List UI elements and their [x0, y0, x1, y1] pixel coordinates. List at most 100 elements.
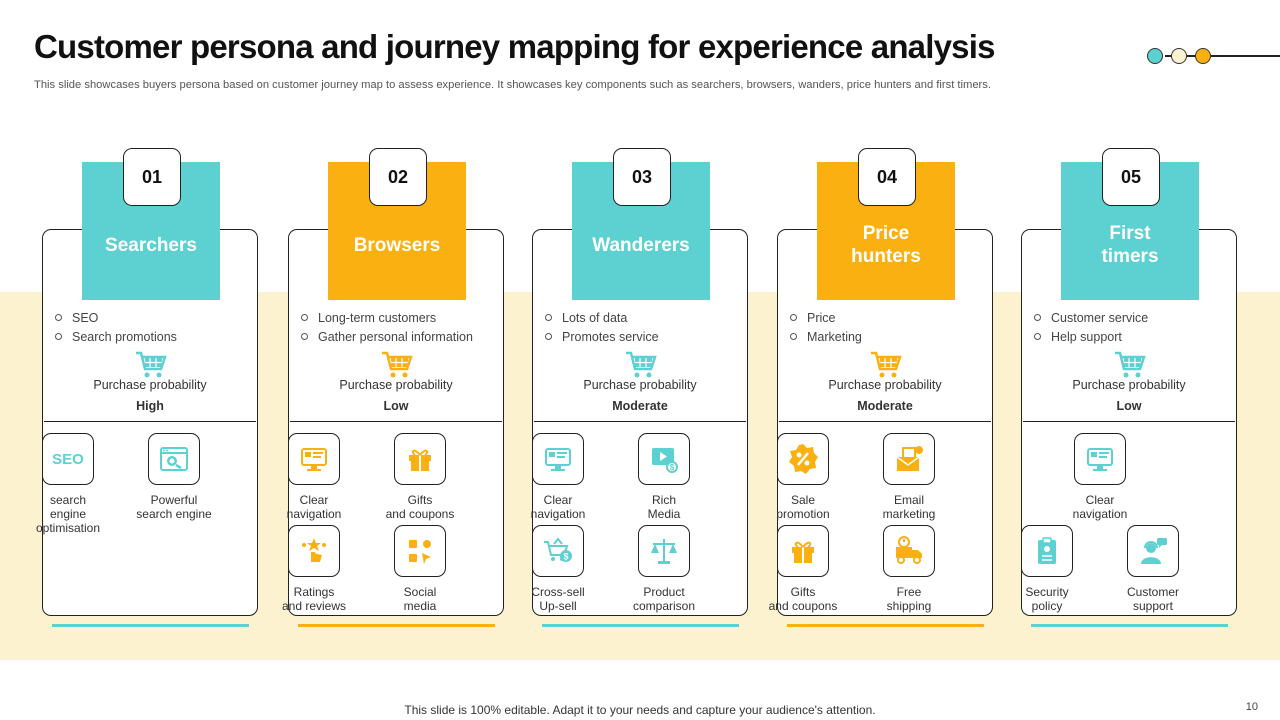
- feature-label: Sale promotion: [776, 493, 830, 521]
- clipboard-icon: [1021, 525, 1073, 577]
- rich-media-icon: $: [638, 433, 690, 485]
- bullet-item: Customer service: [1034, 309, 1148, 328]
- star-hand-icon: [288, 525, 340, 577]
- purchase-probability-value: Moderate: [612, 399, 668, 413]
- bullet-item: SEO: [55, 309, 177, 328]
- bullet-item: Lots of data: [545, 309, 659, 328]
- purchase-probability-label: Purchase probability: [339, 378, 453, 392]
- persona-number: 03: [613, 148, 671, 206]
- monitor-icon: [532, 433, 584, 485]
- feature-item: SEO search engine optimisation: [14, 433, 122, 535]
- underline-accent: [1031, 624, 1228, 627]
- feature-label: Clear navigation: [1072, 493, 1128, 521]
- cart-dollar-icon: $: [532, 525, 584, 577]
- feature-label: Clear navigation: [530, 493, 586, 521]
- feature-item: Customer support: [1099, 525, 1207, 613]
- persona-number: 01: [123, 148, 181, 206]
- bullet-item: Search promotions: [55, 328, 177, 347]
- svg-text:$: $: [563, 552, 568, 562]
- support-agent-icon: [1127, 525, 1179, 577]
- feature-item: Email marketing: [855, 433, 963, 521]
- purchase-probability-value: High: [136, 399, 164, 413]
- persona-number: 05: [1102, 148, 1160, 206]
- feature-label: search engine optimisation: [35, 493, 101, 535]
- seo-icon: SEO: [42, 433, 94, 485]
- feature-item: $ Rich Media: [610, 433, 718, 521]
- decorative-dots: [1145, 46, 1280, 66]
- feature-label: Product comparison: [632, 585, 696, 613]
- persona-number: 04: [858, 148, 916, 206]
- feature-label: Gifts and coupons: [385, 493, 455, 521]
- shopping-cart-icon: [136, 351, 167, 378]
- purchase-probability-value: Low: [383, 399, 409, 413]
- shopping-cart-icon: [1115, 351, 1146, 378]
- feature-label: Social media: [403, 585, 437, 613]
- bullet-item: Gather personal information: [301, 328, 473, 347]
- purchase-probability-label: Purchase probability: [93, 378, 207, 392]
- shopping-cart-icon: [871, 351, 902, 378]
- feature-label: Cross-sell Up-sell: [531, 585, 585, 613]
- monitor-icon: [1074, 433, 1126, 485]
- bullet-item: Marketing: [790, 328, 862, 347]
- footer-note: This slide is 100% editable. Adapt it to…: [404, 703, 876, 717]
- divider: [44, 421, 256, 423]
- bullet-item: Price: [790, 309, 862, 328]
- bullet-item: Long-term customers: [301, 309, 473, 328]
- feature-item: Gifts and coupons: [366, 433, 474, 521]
- feature-item: Product comparison: [610, 525, 718, 613]
- page-number: 10: [1245, 701, 1258, 713]
- truck-icon: [883, 525, 935, 577]
- divider: [779, 421, 991, 423]
- feature-item: $ Cross-sell Up-sell: [504, 525, 612, 613]
- scale-icon: [638, 525, 690, 577]
- feature-label: Free shipping: [886, 585, 932, 613]
- bullet-item: Promotes service: [545, 328, 659, 347]
- divider: [1023, 421, 1235, 423]
- divider: [290, 421, 502, 423]
- purchase-probability-label: Purchase probability: [1072, 378, 1186, 392]
- page-title: Customer persona and journey mapping for…: [34, 28, 995, 65]
- feature-label: Ratings and reviews: [281, 585, 347, 613]
- percent-badge-icon: [777, 433, 829, 485]
- feature-label: Customer support: [1126, 585, 1179, 613]
- persona-title: Wanderers: [572, 162, 710, 300]
- page-subtitle: This slide showcases buyers persona base…: [34, 79, 991, 91]
- monitor-icon: [288, 433, 340, 485]
- feature-item: Sale promotion: [749, 433, 857, 521]
- feature-label: Email marketing: [882, 493, 936, 521]
- feature-item: Clear navigation: [260, 433, 368, 521]
- bullet-item: Help support: [1034, 328, 1148, 347]
- feature-label: Clear navigation: [286, 493, 342, 521]
- feature-item: Clear navigation: [504, 433, 612, 521]
- shopping-cart-icon: [626, 351, 657, 378]
- feature-item: Social media: [366, 525, 474, 613]
- feature-item: Gifts and coupons: [749, 525, 857, 613]
- feature-item: Clear navigation: [1046, 433, 1154, 521]
- search-engine-icon: [148, 433, 200, 485]
- underline-accent: [52, 624, 249, 627]
- feature-item: Powerful search engine: [120, 433, 228, 521]
- underline-accent: [787, 624, 984, 627]
- gift-icon: [394, 433, 446, 485]
- feature-label: Security policy: [1025, 585, 1069, 613]
- shopping-cart-icon: [382, 351, 413, 378]
- feature-item: Free shipping: [855, 525, 963, 613]
- purchase-probability-value: Low: [1116, 399, 1142, 413]
- purchase-probability-value: Moderate: [857, 399, 913, 413]
- underline-accent: [298, 624, 495, 627]
- feature-label: Rich Media: [647, 493, 681, 521]
- underline-accent: [542, 624, 739, 627]
- feature-label: Powerful search engine: [136, 493, 212, 521]
- social-media-icon: [394, 525, 446, 577]
- email-icon: [883, 433, 935, 485]
